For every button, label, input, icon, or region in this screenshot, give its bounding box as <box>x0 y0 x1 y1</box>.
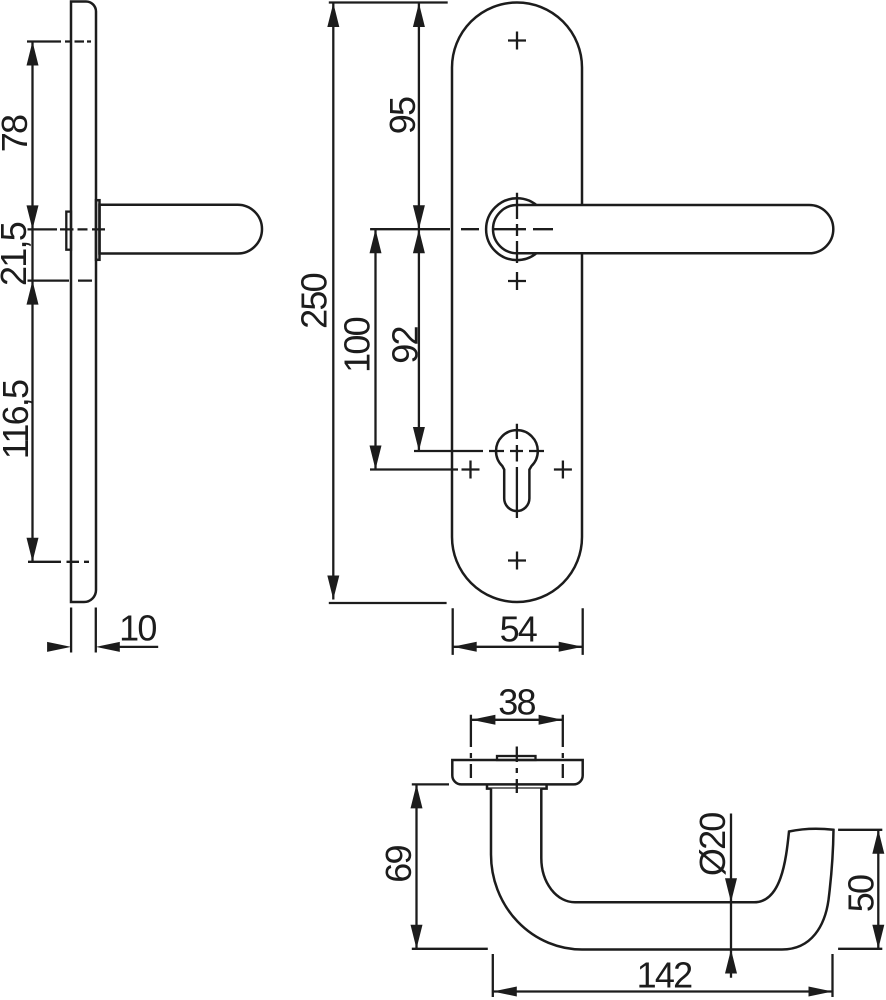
svg-text:54: 54 <box>500 608 537 649</box>
svg-text:50: 50 <box>841 875 882 912</box>
svg-text:250: 250 <box>294 273 335 328</box>
svg-text:142: 142 <box>637 955 692 996</box>
svg-text:Ø20: Ø20 <box>692 813 733 876</box>
svg-text:38: 38 <box>498 682 535 723</box>
svg-text:100: 100 <box>337 317 378 372</box>
svg-text:116,5: 116,5 <box>0 380 36 459</box>
svg-text:21,5: 21,5 <box>0 222 34 286</box>
svg-text:95: 95 <box>382 97 423 134</box>
svg-text:69: 69 <box>378 846 419 883</box>
svg-text:10: 10 <box>119 608 156 649</box>
svg-text:78: 78 <box>0 115 35 152</box>
svg-text:92: 92 <box>384 327 425 364</box>
